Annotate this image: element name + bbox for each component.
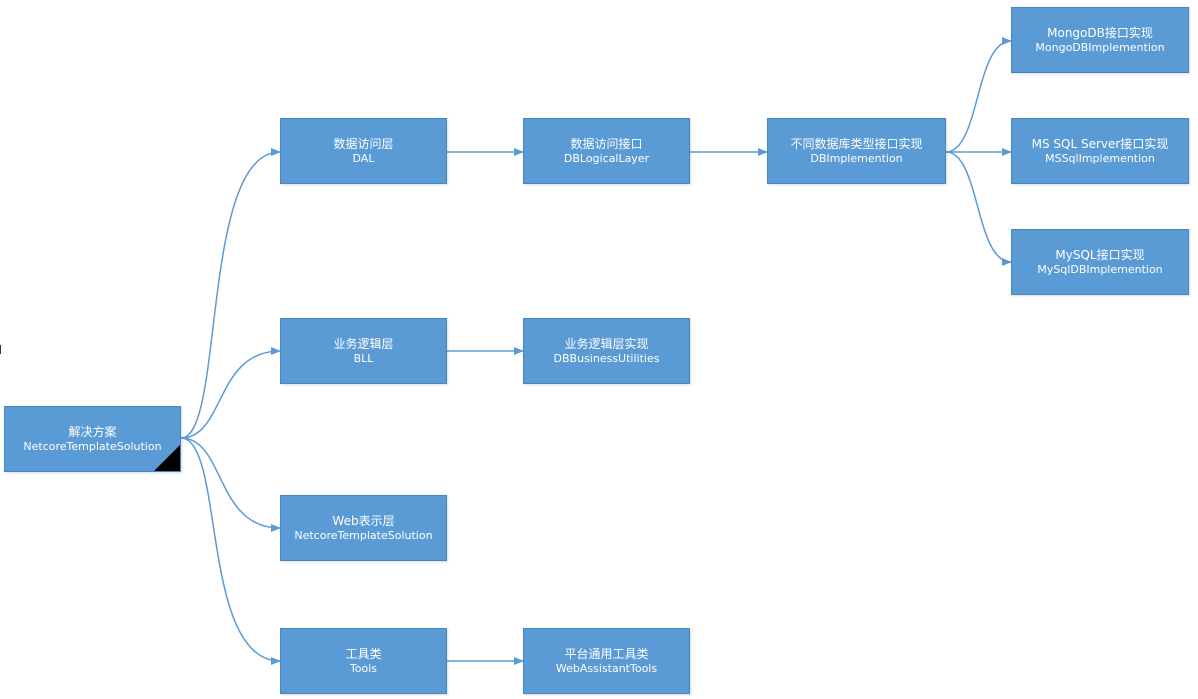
node-platform-tools[interactable]: 平台通用工具类 WebAssistantTools xyxy=(523,628,690,694)
node-db-logical-layer-subtitle: DBLogicalLayer xyxy=(563,151,650,165)
node-platform-tools-title: 平台通用工具类 xyxy=(564,646,649,661)
edge-root-tools xyxy=(180,437,281,665)
node-mongodb-title: MongoDB接口实现 xyxy=(1047,25,1153,40)
node-web[interactable]: Web表示层 NetcoreTemplateSolution xyxy=(280,495,447,561)
node-bll-title: 业务逻辑层 xyxy=(333,336,394,351)
edge-dbimpl-mongo xyxy=(945,37,1012,153)
node-mongodb-subtitle: MongoDBImplemention xyxy=(1035,40,1165,54)
node-dal-subtitle: DAL xyxy=(352,151,375,165)
node-mssql-subtitle: MSSqlImplemention xyxy=(1045,151,1155,165)
node-platform-tools-subtitle: WebAssistantTools xyxy=(555,661,658,675)
node-solution-subtitle: NetcoreTemplateSolution xyxy=(23,439,162,453)
edge-tick-mark xyxy=(0,345,1,354)
edge-root-dal xyxy=(180,148,281,439)
node-mssql[interactable]: MS SQL Server接口实现 MSSqlImplemention xyxy=(1011,118,1189,184)
collapse-corner-icon[interactable] xyxy=(154,445,180,471)
node-solution-title: 解决方案 xyxy=(68,424,117,439)
node-db-logical-layer-title: 数据访问接口 xyxy=(570,136,643,151)
node-web-title: Web表示层 xyxy=(332,513,395,528)
node-mysql-subtitle: MySqlDBImplemention xyxy=(1037,262,1163,276)
node-tools-subtitle: Tools xyxy=(349,661,378,675)
node-mysql[interactable]: MySQL接口实现 MySqlDBImplemention xyxy=(1011,229,1189,295)
node-tools[interactable]: 工具类 Tools xyxy=(280,628,447,694)
edge-root-bll xyxy=(180,347,281,439)
node-db-logical-layer[interactable]: 数据访问接口 DBLogicalLayer xyxy=(523,118,690,184)
node-db-implemention-title: 不同数据库类型接口实现 xyxy=(790,136,923,151)
edge-dbimpl-mysql xyxy=(945,151,1012,266)
node-bll-implementation-subtitle: DBBusinessUtilities xyxy=(553,351,660,365)
node-mongodb[interactable]: MongoDB接口实现 MongoDBImplemention xyxy=(1011,7,1189,73)
node-db-implemention[interactable]: 不同数据库类型接口实现 DBImplemention xyxy=(767,118,946,184)
node-bll-implementation-title: 业务逻辑层实现 xyxy=(564,336,649,351)
node-web-subtitle: NetcoreTemplateSolution xyxy=(294,528,433,542)
node-db-implemention-subtitle: DBImplemention xyxy=(810,151,903,165)
node-mssql-title: MS SQL Server接口实现 xyxy=(1031,136,1169,151)
node-dal[interactable]: 数据访问层 DAL xyxy=(280,118,447,184)
node-bll[interactable]: 业务逻辑层 BLL xyxy=(280,318,447,384)
node-bll-subtitle: BLL xyxy=(353,351,374,365)
node-dal-title: 数据访问层 xyxy=(333,136,394,151)
edge-root-web xyxy=(180,437,281,532)
node-tools-title: 工具类 xyxy=(345,646,382,661)
node-solution[interactable]: 解决方案 NetcoreTemplateSolution xyxy=(4,406,181,472)
node-bll-implementation[interactable]: 业务逻辑层实现 DBBusinessUtilities xyxy=(523,318,690,384)
node-mysql-title: MySQL接口实现 xyxy=(1055,247,1145,262)
